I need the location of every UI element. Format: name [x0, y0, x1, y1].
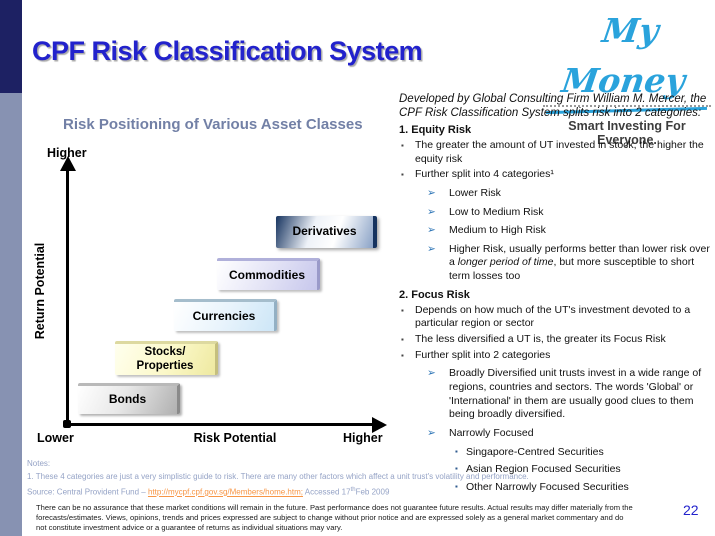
asset-box-stocks-properties: Stocks/ Properties [115, 341, 218, 375]
list-item: ▪ Asian Region Focused Securities [455, 463, 712, 477]
page-title: CPF Risk Classification System [32, 36, 423, 66]
disclaimer-text: There can be no assurance that these mar… [36, 503, 633, 532]
source-ordinal: th [350, 487, 356, 493]
list-item: ➢ Lower Risk [427, 187, 712, 201]
arrow-bullet-icon: ➢ [427, 367, 436, 380]
logo-wordmark: My Money [559, 11, 688, 100]
equity-risk-heading: 1. Equity Risk [399, 123, 472, 136]
list-item: ▪ The less diversified a UT is, the grea… [399, 333, 712, 347]
arrow-bullet-icon: ➢ [427, 205, 436, 218]
list-item: ➢ Broadly Diversified unit trusts invest… [427, 367, 712, 422]
bullet-text: Further split into 4 categories¹ [415, 168, 554, 181]
notes-label: Notes: [27, 459, 51, 468]
x-axis-title: Risk Potential [193, 431, 277, 445]
bullet-text: Other Narrowly Focused Securities [466, 480, 629, 493]
bullet-text: Lower Risk [449, 186, 501, 199]
intro-paragraph: Developed by Global Consulting Firm Will… [399, 93, 707, 120]
logo-tagline: Smart Investing For Everyone. [568, 119, 686, 147]
source-date: Feb 2009 [355, 487, 390, 497]
list-item: ▪ Depends on how much of the UT's invest… [399, 304, 712, 331]
square-bullet-icon: ▪ [401, 140, 404, 150]
list-item: ▪ Other Narrowly Focused Securities [455, 481, 712, 495]
x-axis-lower-label: Lower [37, 431, 74, 445]
asset-box-bonds: Bonds [78, 383, 180, 414]
y-axis-arrowhead-icon [60, 156, 76, 171]
bullet-text: Broadly Diversified unit trusts invest i… [449, 367, 702, 421]
square-bullet-icon: ▪ [401, 350, 404, 360]
source-accessed: Accessed 17 [302, 487, 351, 497]
list-item: ➢ Low to Medium Risk [427, 206, 712, 220]
dot-bullet-icon: ▪ [455, 481, 458, 491]
bullet-text: Narrowly Focused [449, 426, 534, 439]
logo-dotted-rule [543, 105, 711, 107]
bullet-text: The less diversified a UT is, the greate… [415, 333, 666, 346]
list-item: ➢ Medium to High Risk [427, 224, 712, 238]
y-axis-higher-label: Higher [47, 146, 87, 160]
list-item: ➢ Higher Risk, usually performs better t… [427, 243, 712, 284]
y-axis-title: Return Potential [33, 242, 47, 340]
bullet-text: Medium to High Risk [449, 224, 546, 237]
left-accent-bar-light [0, 93, 22, 536]
source-line: Source: Central Provident Fund – http://… [27, 487, 389, 497]
bullet-text: Depends on how much of the UT's investme… [415, 303, 691, 330]
arrow-bullet-icon: ➢ [427, 242, 436, 255]
dot-bullet-icon: ▪ [455, 446, 458, 456]
left-accent-bar-dark [0, 0, 22, 93]
focus-risk-heading: 2. Focus Risk [399, 288, 470, 301]
page-number: 22 [683, 502, 699, 518]
square-bullet-icon: ▪ [401, 170, 404, 180]
list-item: ▪ The greater the amount of UT invested … [399, 139, 712, 166]
square-bullet-icon: ▪ [401, 305, 404, 315]
chart-title: Risk Positioning of Various Asset Classe… [63, 116, 363, 133]
x-axis-arrowhead-icon [372, 417, 387, 433]
bullet-text: Higher Risk, usually performs better tha… [449, 242, 710, 283]
list-item: ▪ Further split into 2 categories [399, 349, 712, 363]
list-item: ➢ Narrowly Focused [427, 427, 712, 441]
asset-box-currencies: Currencies [174, 299, 277, 331]
arrow-bullet-icon: ➢ [427, 426, 436, 439]
asset-box-derivatives: Derivatives [276, 216, 377, 248]
axis-origin-dot [63, 420, 71, 428]
source-prefix: Source: Central Provident Fund – [27, 487, 148, 497]
arrow-bullet-icon: ➢ [427, 186, 436, 199]
asset-box-commodities: Commodities [217, 258, 320, 290]
bullet-text: Singapore-Centred Securities [466, 445, 604, 458]
y-axis-line [66, 170, 69, 426]
x-axis-line [66, 423, 374, 426]
dot-bullet-icon: ▪ [455, 464, 458, 474]
bullet-text: The greater the amount of UT invested in… [415, 138, 704, 165]
risk-description-panel: Developed by Global Consulting Firm Will… [399, 92, 712, 498]
my-money-logo: My Money Smart Investing For Everyone. [543, 6, 711, 147]
list-item: ▪ Singapore-Centred Securities [455, 446, 712, 460]
x-axis-higher-label: Higher [343, 431, 383, 445]
arrow-bullet-icon: ➢ [427, 224, 436, 237]
list-item: ▪ Further split into 4 categories¹ [399, 168, 712, 182]
bullet-text: Low to Medium Risk [449, 205, 544, 218]
bullet-text: Further split into 2 categories [415, 348, 551, 361]
footnote-1: 1. These 4 categories are just a very si… [27, 472, 529, 481]
bullet-text: Asian Region Focused Securities [466, 463, 621, 476]
source-link[interactable]: http://mycpf.cpf.gov.sg/Members/home.htm… [147, 487, 303, 497]
square-bullet-icon: ▪ [401, 335, 404, 345]
